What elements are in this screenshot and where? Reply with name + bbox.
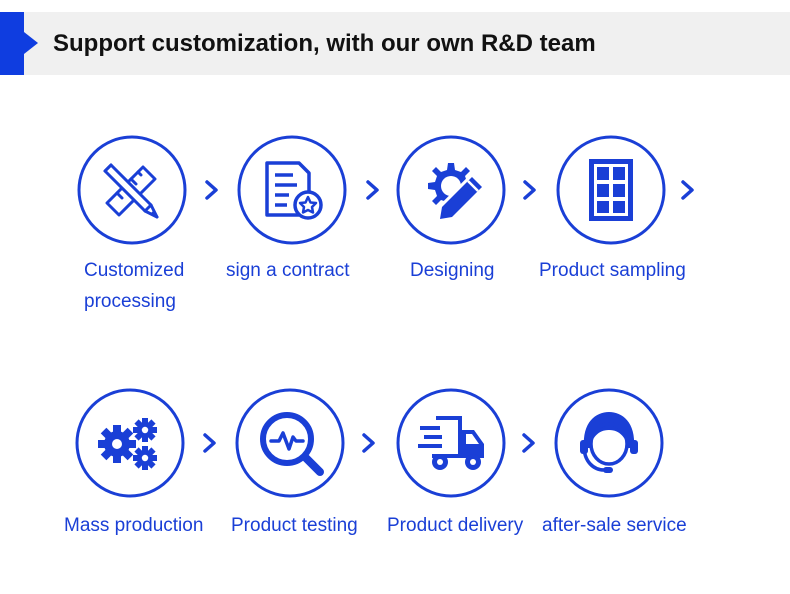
- gear-pencil-icon: [396, 135, 506, 245]
- chevron-right-icon: [680, 180, 696, 200]
- magnifier-waveform-icon: [235, 388, 345, 498]
- gears-icon: [75, 388, 185, 498]
- window-frame-icon: [556, 135, 666, 245]
- step-sign-contract: [237, 135, 347, 245]
- contract-document-icon: [237, 135, 347, 245]
- page-title: Support customization, with our own R&D …: [53, 30, 596, 57]
- delivery-truck-icon: [396, 388, 506, 498]
- step-label-sign-contract: sign a contract: [226, 260, 350, 281]
- step-after-sale-service: [554, 388, 664, 498]
- chevron-right-icon: [204, 180, 220, 200]
- page-header: Support customization, with our own R&D …: [0, 12, 790, 75]
- step-label-product-testing: Product testing: [231, 515, 358, 536]
- header-accent-bar: [0, 12, 24, 75]
- step-label-after-sale-service: after-sale service: [542, 515, 687, 536]
- step-label-designing: Designing: [410, 260, 495, 281]
- step-label-processing: processing: [84, 291, 176, 312]
- step-product-testing: [235, 388, 345, 498]
- step-customized-processing: [77, 135, 187, 245]
- step-product-delivery: [396, 388, 506, 498]
- step-label-customized: Customized: [84, 260, 185, 281]
- step-label-product-sampling: Product sampling: [539, 260, 686, 281]
- step-designing: [396, 135, 506, 245]
- chevron-right-icon: [365, 180, 381, 200]
- chevron-right-icon: [522, 180, 538, 200]
- step-mass-production: [75, 388, 185, 498]
- header-accent-notch: [24, 32, 38, 54]
- step-label-mass-production: Mass production: [64, 515, 204, 536]
- chevron-right-icon: [361, 433, 377, 453]
- headset-agent-icon: [554, 388, 664, 498]
- pencil-ruler-icon: [77, 135, 187, 245]
- chevron-right-icon: [521, 433, 537, 453]
- step-product-sampling: [556, 135, 666, 245]
- step-label-product-delivery: Product delivery: [387, 515, 524, 536]
- chevron-right-icon: [202, 433, 218, 453]
